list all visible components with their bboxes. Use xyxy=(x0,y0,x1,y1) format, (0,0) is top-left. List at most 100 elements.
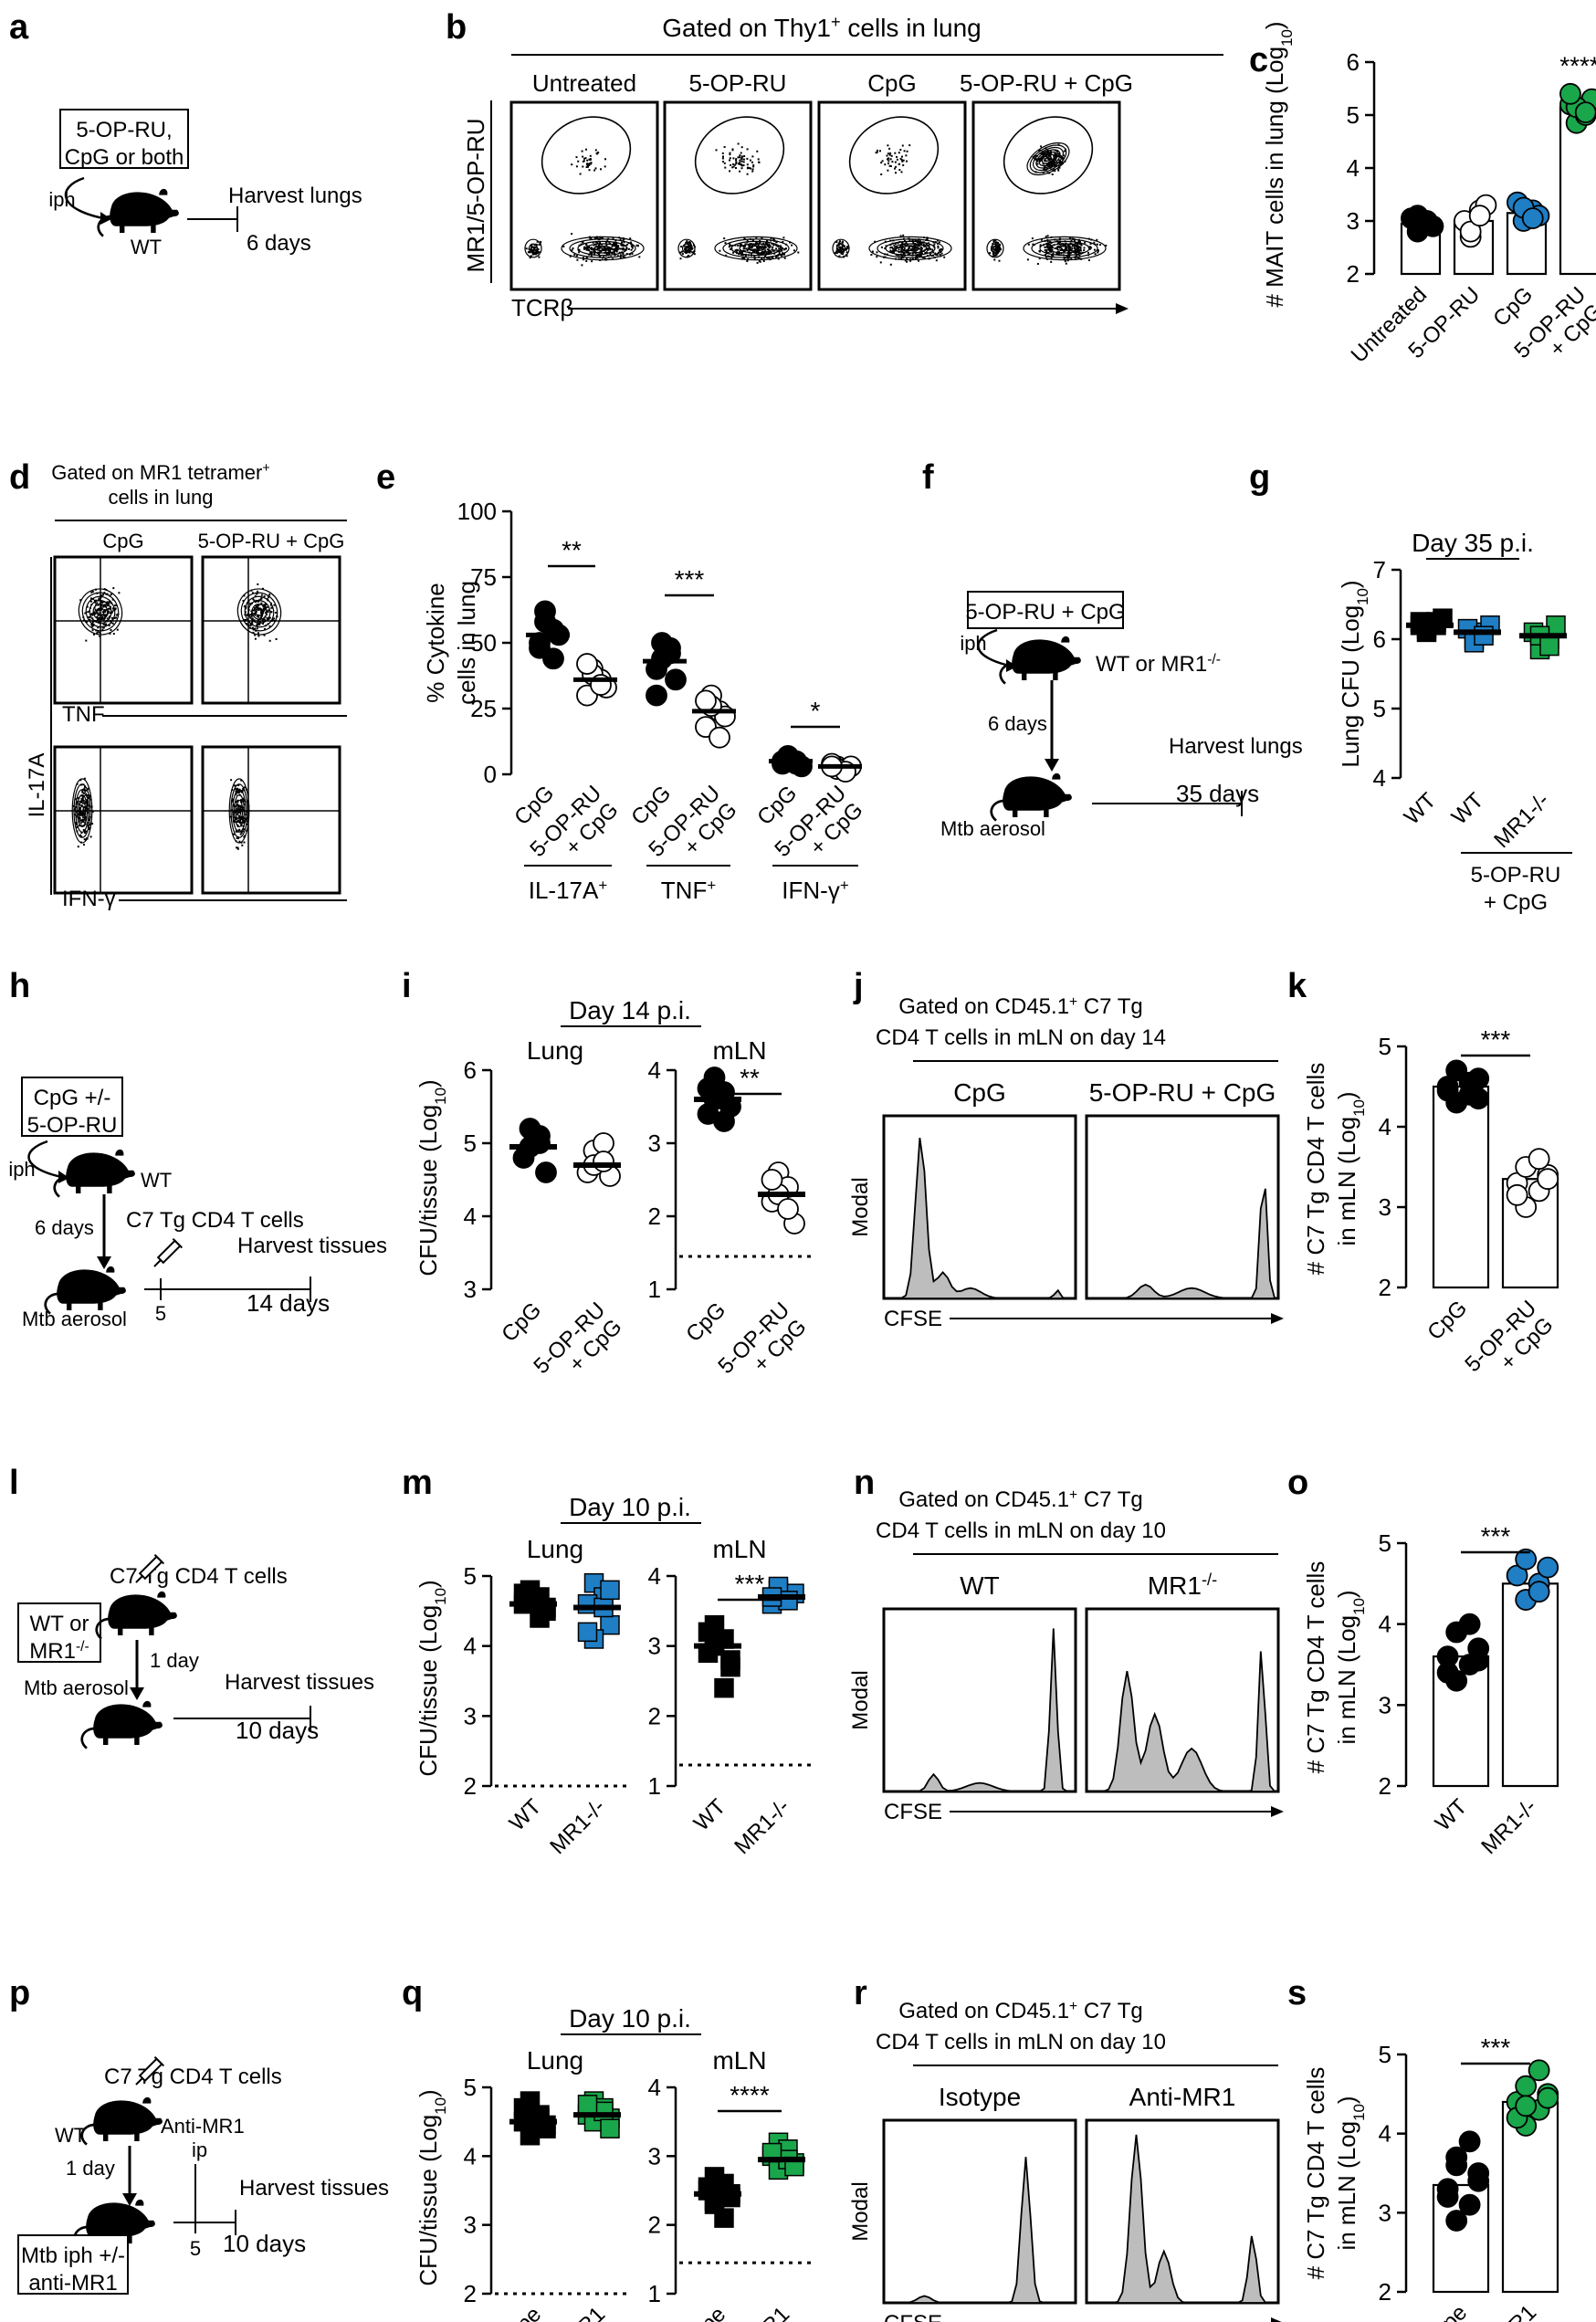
chart-s-ylabel: in mLN (Log10) xyxy=(1333,2096,1368,2250)
event-dot xyxy=(870,254,873,256)
event-dot xyxy=(268,616,271,619)
event-dot xyxy=(746,148,749,151)
event-dot xyxy=(248,603,251,605)
event-dot xyxy=(751,251,754,253)
event-dot xyxy=(603,247,605,248)
event-dot xyxy=(98,597,100,600)
event-dot xyxy=(79,807,81,809)
event-dot xyxy=(104,604,107,606)
event-dot xyxy=(880,162,883,164)
contour-line xyxy=(990,243,1001,254)
event-dot xyxy=(1096,243,1098,246)
event-dot xyxy=(258,617,261,620)
event-dot xyxy=(95,612,98,615)
event-dot xyxy=(1051,173,1054,175)
event-dot xyxy=(240,779,243,782)
event-dot xyxy=(756,261,759,264)
data-point xyxy=(1458,2130,1481,2153)
event-dot xyxy=(778,250,781,253)
event-dot xyxy=(83,838,86,841)
mait-gate xyxy=(848,116,940,194)
event-dot xyxy=(96,632,99,635)
event-dot xyxy=(1093,248,1096,251)
event-dot xyxy=(742,246,745,248)
event-dot xyxy=(740,155,743,158)
event-dot xyxy=(758,246,761,248)
y-tick-label: 2 xyxy=(464,1772,477,1800)
event-dot xyxy=(572,247,574,249)
contour-line xyxy=(835,243,846,254)
event-dot xyxy=(231,799,234,802)
schematic-a-condition-text: 5-OP-RU, xyxy=(76,118,172,142)
event-dot xyxy=(236,821,239,823)
event-dot xyxy=(992,250,995,253)
route-arrow xyxy=(977,628,1014,668)
event-dot xyxy=(751,168,754,171)
event-dot xyxy=(765,242,768,245)
route-label: iph xyxy=(8,1158,35,1181)
event-dot xyxy=(1094,253,1097,256)
flow-b-title: Gated on Thy1+ cells in lung xyxy=(662,13,981,42)
event-dot xyxy=(742,161,745,163)
event-dot xyxy=(621,247,624,250)
event-dot xyxy=(737,245,740,247)
event-dot xyxy=(615,250,618,253)
treatment-label: Anti-MR1 xyxy=(161,2115,245,2138)
x-tick-label: Isotype xyxy=(478,2302,546,2322)
data-point xyxy=(1559,82,1581,105)
data-point xyxy=(534,611,556,633)
event-dot xyxy=(1097,248,1099,251)
event-dot xyxy=(1045,251,1047,254)
event-dot xyxy=(593,248,595,251)
event-dot xyxy=(894,247,897,250)
event-dot xyxy=(897,247,899,249)
arrow-head xyxy=(122,2193,137,2206)
event-dot xyxy=(622,253,625,256)
event-dot xyxy=(748,244,751,247)
event-dot xyxy=(782,252,783,255)
event-dot xyxy=(1055,157,1057,160)
panel-letter-r: r xyxy=(854,1974,867,2012)
event-dot xyxy=(83,814,86,817)
contour-line xyxy=(247,599,271,625)
y-tick-label: 3 xyxy=(648,1129,661,1157)
event-dot xyxy=(908,239,911,242)
event-dot xyxy=(904,244,907,247)
event-dot xyxy=(613,242,614,245)
histogram-r-xlabel: CFSE xyxy=(884,2311,942,2322)
event-dot xyxy=(681,253,684,256)
event-dot xyxy=(688,249,691,252)
data-point xyxy=(1528,1148,1550,1171)
event-dot xyxy=(782,241,784,243)
event-dot xyxy=(100,594,103,597)
histogram-j-title: Gated on CD45.1+ C7 Tg xyxy=(898,994,1143,1020)
event-dot xyxy=(764,256,767,257)
panel-letter-f: f xyxy=(922,458,934,497)
event-dot xyxy=(900,246,903,248)
event-dot xyxy=(585,148,587,151)
event-dot xyxy=(879,150,881,152)
contour-line xyxy=(234,793,246,828)
event-dot xyxy=(906,150,908,152)
event-dot xyxy=(761,237,763,239)
event-dot xyxy=(750,159,751,162)
event-dot xyxy=(755,236,758,239)
event-dot xyxy=(737,142,740,145)
flow-d-plot xyxy=(201,555,341,705)
event-dot xyxy=(243,841,246,844)
chart-q-ylabel: CFU/tissue (Log10) xyxy=(415,2089,449,2285)
contour-line xyxy=(593,245,612,252)
event-dot xyxy=(908,144,911,147)
data-point xyxy=(1415,210,1438,232)
event-dot xyxy=(588,169,591,172)
y-tick-label: 2 xyxy=(1379,1772,1391,1800)
event-dot xyxy=(782,247,783,249)
event-dot xyxy=(243,786,246,789)
event-dot xyxy=(920,251,923,254)
event-dot xyxy=(105,614,108,616)
event-dot xyxy=(899,149,902,152)
event-dot xyxy=(1036,163,1039,165)
mouse-icon xyxy=(80,2096,163,2146)
event-dot xyxy=(263,634,266,636)
